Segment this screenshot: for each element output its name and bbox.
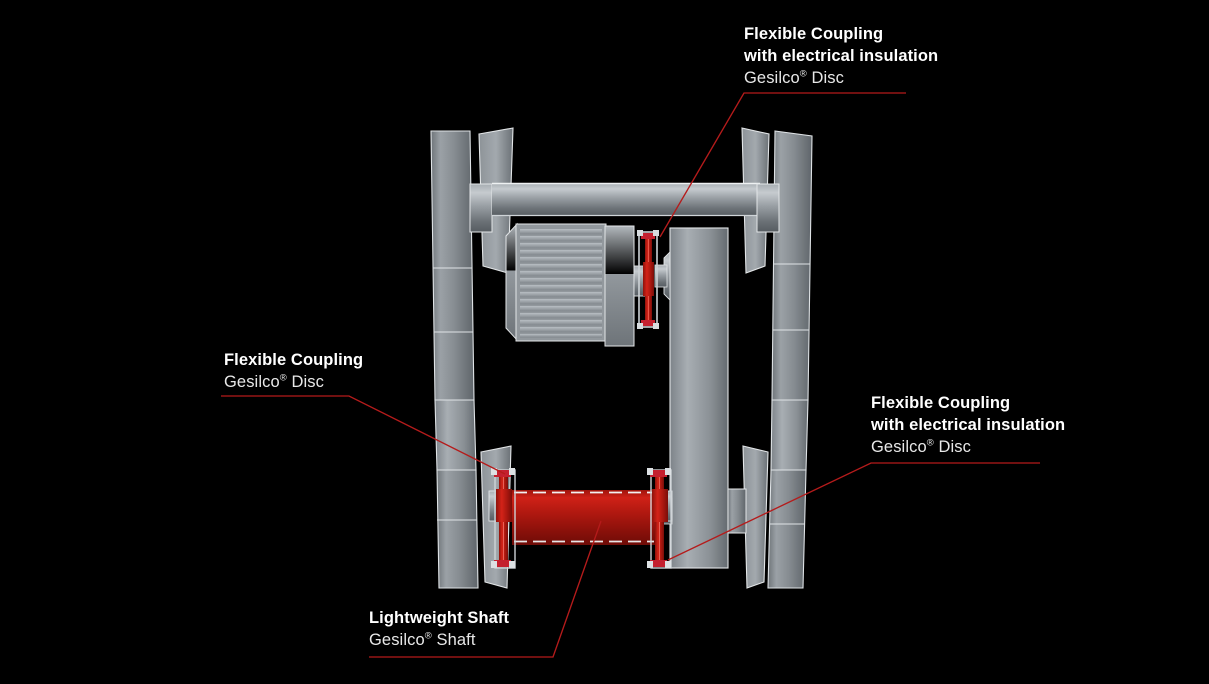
lower-right-flexible-coupling bbox=[647, 468, 672, 569]
right-support-column bbox=[767, 130, 813, 589]
lower-left-flexible-coupling bbox=[491, 468, 516, 569]
leader-line-bottom bbox=[369, 520, 602, 658]
callout-mid-left-product: Disc bbox=[286, 372, 324, 391]
callout-top-right-product: Disc bbox=[806, 68, 844, 87]
motor-cooling-fins bbox=[520, 229, 602, 338]
callout-bottom: Lightweight Shaft Gesilco® Shaft bbox=[369, 608, 509, 652]
callout-mid-right-line1: Flexible Coupling bbox=[871, 394, 1011, 412]
electric-motor bbox=[505, 222, 649, 347]
callout-mid-right-product: Disc bbox=[933, 437, 971, 456]
callout-top-right-brand: Gesilco bbox=[744, 68, 800, 87]
registered-trademark-icon: ® bbox=[799, 68, 807, 80]
callout-bottom-line1: Lightweight Shaft bbox=[369, 609, 510, 627]
registered-trademark-icon: ® bbox=[926, 437, 934, 449]
callout-bottom-product: Shaft bbox=[431, 630, 476, 649]
callout-mid-right-brand: Gesilco bbox=[871, 437, 927, 456]
callout-mid-right-line3: Gesilco® Disc bbox=[871, 437, 1065, 459]
leader-line-top-right bbox=[659, 92, 906, 238]
callout-bottom-brand: Gesilco bbox=[369, 630, 425, 649]
upper-flexible-coupling bbox=[637, 230, 659, 329]
callout-mid-left: Flexible Coupling Gesilco® Disc bbox=[224, 350, 363, 394]
callout-mid-right-line2: with electrical insulation bbox=[871, 415, 1066, 434]
lightweight-shaft bbox=[512, 490, 656, 545]
leader-lines bbox=[221, 92, 1040, 658]
callout-mid-right: Flexible Coupling with electrical insula… bbox=[871, 393, 1065, 458]
callout-top-right-line2: with electrical insulation bbox=[744, 46, 939, 65]
upper-drive-shaft bbox=[469, 182, 780, 233]
registered-trademark-icon: ® bbox=[424, 630, 432, 642]
callout-mid-left-line3: Gesilco® Disc bbox=[224, 372, 363, 394]
gearbox-body bbox=[654, 227, 747, 569]
callout-top-right-line1: Flexible Coupling bbox=[744, 25, 884, 43]
left-support-column bbox=[430, 130, 479, 589]
callout-bottom-line3: Gesilco® Shaft bbox=[369, 630, 509, 652]
callout-top-right-line3: Gesilco® Disc bbox=[744, 68, 938, 90]
leader-line-mid-left bbox=[221, 395, 506, 475]
leader-line-mid-right bbox=[667, 462, 1040, 561]
right-lower-blade bbox=[742, 445, 769, 589]
callout-mid-left-brand: Gesilco bbox=[224, 372, 280, 391]
registered-trademark-icon: ® bbox=[279, 372, 287, 384]
callout-top-right: Flexible Coupling with electrical insula… bbox=[744, 24, 938, 89]
callout-mid-left-line1: Flexible Coupling bbox=[224, 351, 364, 369]
